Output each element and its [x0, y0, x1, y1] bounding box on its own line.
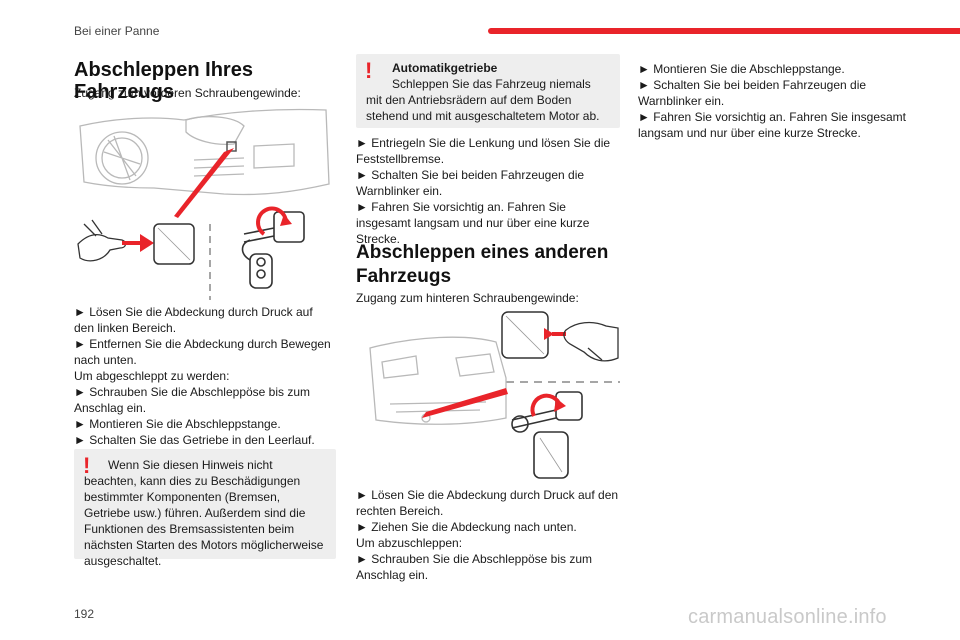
page-number: 192	[74, 607, 95, 621]
front-access-intro: Zugang zum vorderen Schraubengewinde:	[74, 86, 301, 100]
step-line: Um abzuschleppen:	[356, 536, 463, 550]
step-line: ► Entfernen Sie die Abdeckung durch Bewe…	[74, 337, 331, 367]
heading-towing-own-vehicle: Abschleppen Ihres Fahrzeugs	[74, 59, 253, 103]
warning-title: Automatikgetriebe	[392, 61, 498, 75]
step-line: ► Ziehen Sie die Abdeckung nach unten.	[356, 520, 577, 534]
step-line: ► Lösen Sie die Abdeckung durch Druck au…	[74, 305, 313, 335]
step-line: ► Schrauben Sie die Abschleppöse bis zum…	[74, 385, 311, 415]
step-line: ► Schalten Sie bei beiden Fahrzeugen die…	[356, 168, 585, 198]
rear-towing-illustration	[369, 311, 620, 479]
step-line: ► Fahren Sie vorsichtig an. Fahren Sie i…	[356, 200, 590, 246]
step-line: ► Entriegeln Sie die Lenkung und lösen S…	[356, 136, 611, 166]
step-line: ► Schalten Sie bei beiden Fahrzeugen die…	[638, 78, 867, 108]
rear-steps: ► Lösen Sie die Abdeckung durch Druck au…	[356, 487, 620, 583]
step-line: ► Lösen Sie die Abdeckung durch Druck au…	[356, 488, 619, 518]
warning-box-brakes: ! Wenn Sie diesen Hinweis nicht beachten…	[74, 449, 336, 568]
watermark: carmanualsonline.info	[688, 606, 887, 628]
rear-access-intro: Zugang zum hinteren Schraubengewinde:	[356, 291, 579, 305]
exclamation-icon: !	[83, 453, 91, 478]
warning-text: Schleppen Sie das Fahrzeug niemals mit d…	[366, 77, 600, 123]
step-line: ► Montieren Sie die Abschleppstange.	[74, 417, 281, 431]
front-steps: ► Lösen Sie die Abdeckung durch Druck au…	[74, 304, 336, 448]
tow-steps-2: ► Montieren Sie die Abschleppstange. ► S…	[638, 61, 918, 141]
step-line: ► Montieren Sie die Abschleppstange.	[638, 62, 845, 76]
warning-box-automatic: ! Automatikgetriebe Schleppen Sie das Fa…	[356, 54, 620, 128]
section-title: Bei einer Panne	[74, 24, 160, 38]
front-towing-illustration	[77, 108, 330, 300]
step-line: ► Fahren Sie vorsichtig an. Fahren Sie i…	[638, 110, 907, 140]
warning-text: Wenn Sie diesen Hinweis nicht beachten, …	[84, 458, 324, 568]
tow-steps-1: ► Entriegeln Sie die Lenkung und lösen S…	[356, 135, 620, 247]
step-line: Um abgeschleppt zu werden:	[74, 369, 230, 383]
header-accent-bar	[488, 28, 960, 34]
step-line: ► Schalten Sie das Getriebe in den Leerl…	[74, 433, 315, 447]
step-line: ► Schrauben Sie die Abschleppöse bis zum…	[356, 552, 593, 582]
heading-towing-other-vehicle: Abschleppen eines anderen Fahrzeugs	[356, 242, 609, 287]
exclamation-icon: !	[365, 58, 373, 83]
